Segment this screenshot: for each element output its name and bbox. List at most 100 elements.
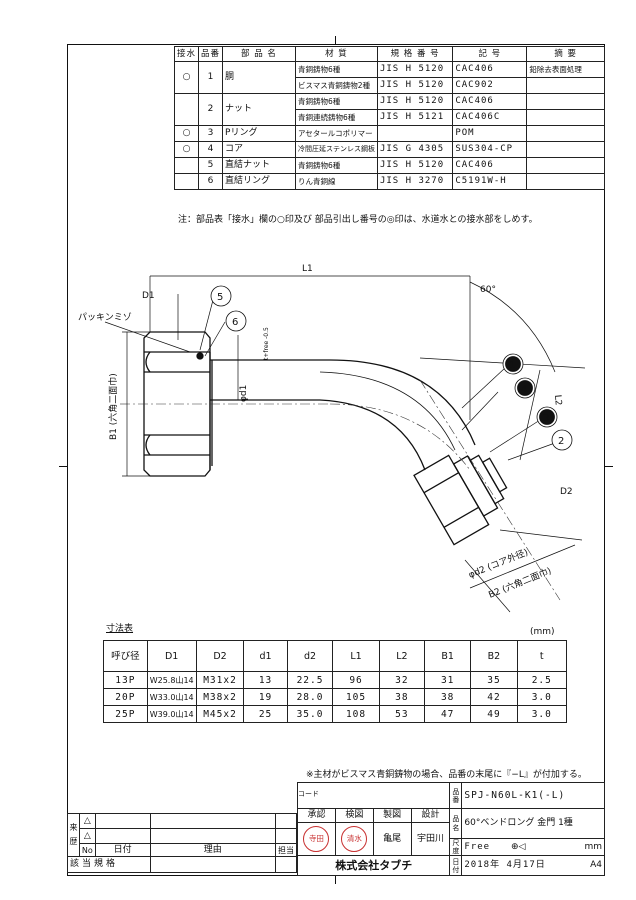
company-name: 株式会社タブチ <box>296 855 451 876</box>
dim-header-cell: 呼び径 <box>103 640 148 672</box>
dim-cell: 25 <box>243 705 288 723</box>
balloon-4: 4 <box>514 377 536 399</box>
dim-cell: 96 <box>332 671 380 689</box>
dimension-table: 呼び径 D1 D2 d1 d2 L1 L2 B1 B2 t 13P W25.8山… <box>103 640 568 723</box>
part-number: 3 <box>198 125 224 142</box>
balloon-6: 6 <box>225 310 247 332</box>
contact-mark: ○ <box>173 141 200 158</box>
dim-cell: 108 <box>332 705 380 723</box>
dim-t: t+free -0.5 <box>263 327 270 360</box>
part-material: アセタールコポリマー <box>294 125 378 142</box>
balloon-2: 2 <box>551 429 573 451</box>
bend-drawing: L1 60° L2 D1 パッキンミゾ B1 (六角二面巾) φd1 t+fre… <box>78 264 586 613</box>
part-number: 4 <box>198 141 224 158</box>
dim-d2: φd2 (コア外径) <box>467 546 530 581</box>
contact-mark <box>173 173 200 190</box>
part-standard: JIS H 5120 <box>376 157 454 174</box>
part-material: 青銅鋳物6種 <box>294 93 378 110</box>
date-label: 日付 <box>449 855 463 876</box>
part-name: ナット <box>222 93 296 126</box>
part-remark <box>526 125 605 142</box>
dim-cell: W25.8山14 <box>146 671 197 689</box>
parts-row: 6 直結リング りん青銅線 JIS H 3270 C5191W-H <box>173 173 605 190</box>
svg-text:2: 2 <box>558 436 564 447</box>
dim-table-title: 寸法表 <box>106 624 134 634</box>
dim-header-cell: t <box>516 640 568 672</box>
date-cell: 2018年 4月17日 A4 <box>461 855 605 876</box>
dim-header-cell: L2 <box>378 640 426 672</box>
part-number: 6 <box>198 173 224 190</box>
rev-mark: △ <box>78 828 96 844</box>
part-number: 5 <box>198 157 224 174</box>
parts-header-cell: 部 品 名 <box>222 46 296 62</box>
unit-value: mm <box>584 841 602 852</box>
rev-side-label: 来歴 <box>67 813 80 857</box>
part-name: 直結リング <box>222 173 296 190</box>
stamp-cell: 寺田 <box>297 822 336 856</box>
parts-row: 2 ナット 青銅鋳物6種 JIS H 5120 CAC406 <box>173 93 605 126</box>
contact-mark: ○ <box>173 125 200 142</box>
revision-block: 来歴 △ △ No 日付 理由 担当 該当規格 <box>67 813 298 873</box>
dim-cell: 19 <box>243 688 288 706</box>
part-number: 1 <box>198 61 224 94</box>
parts-header-cell: 接水 <box>173 46 200 62</box>
part-symbol: CAC406C <box>452 109 528 126</box>
scale-value: Free <box>464 841 491 852</box>
dim-cell: 38 <box>424 688 472 706</box>
role-check: 検図 <box>334 808 374 823</box>
part-remark <box>526 157 605 174</box>
approval-stamp: 寺田 <box>303 826 330 852</box>
dim-header-cell: d1 <box>243 640 288 672</box>
dim-cell: 25P <box>103 705 148 723</box>
parts-note: 注：部品表「接水」欄の○印及び 部品引出し番号の◎印は、水道水との接水部をしめす… <box>178 215 538 225</box>
dim-cell: 47 <box>424 705 472 723</box>
rev-mark: △ <box>78 813 96 829</box>
dim-angle: 60° <box>480 285 496 295</box>
drawing-sheet <box>67 44 605 876</box>
part-remark: 鉛除去表面処理 <box>526 61 605 78</box>
part-symbol: CAC406 <box>452 93 528 110</box>
designer-name: 宇田川 <box>410 822 451 856</box>
dim-cell: 13P <box>103 671 148 689</box>
dim-L1: L1 <box>302 264 313 274</box>
part-standard: JIS H 5120 <box>376 77 454 94</box>
parts-header-cell: 品番 <box>198 46 224 62</box>
rev-person-header: 担当 <box>274 843 298 857</box>
dim-L2: L2 <box>552 394 563 406</box>
dim-cell: W39.0山14 <box>146 705 197 723</box>
rev-date-header: 日付 <box>94 843 151 857</box>
dim-cell: 20P <box>103 688 148 706</box>
part-standard: JIS H 5121 <box>376 109 454 126</box>
dim-cell: 42 <box>470 688 518 706</box>
footnote: ※主材がビスマス青銅鋳物の場合、品番の末尾に『−L』が付加する。 <box>306 770 587 780</box>
part-standard <box>376 125 454 142</box>
parts-row: ○ 4 コア 冷間圧延ステンレス鋼板 JIS G 4305 SUS304-CP <box>173 141 605 158</box>
parts-header-cell: 規 格 番 号 <box>376 46 454 62</box>
dim-cell: 35.0 <box>286 705 334 723</box>
date-value: 2018年 4月17日 <box>464 860 546 870</box>
dim-D2: D2 <box>560 487 573 497</box>
parts-row: 5 直結ナット 青銅鋳物6種 JIS H 5120 CAC406 <box>173 157 605 174</box>
part-material: 冷間圧延ステンレス鋼板 <box>294 141 378 158</box>
part-material: 青銅鋳物6種 <box>294 157 378 174</box>
part-remark <box>526 109 605 126</box>
part-symbol: C5191W-H <box>452 173 528 190</box>
role-design: 設計 <box>410 808 451 823</box>
part-name: コア <box>222 141 296 158</box>
hinban-value: SPJ-N60L-K1(-L) <box>461 782 605 809</box>
balloon-3: 3 <box>536 406 558 428</box>
part-material: 青銅連続鋳物6種 <box>294 109 378 126</box>
part-remark <box>526 173 605 190</box>
parts-table: 接水 品番 部 品 名 材 質 規 格 番 号 記 号 摘 要 ○ 1 胴 青銅… <box>173 46 605 190</box>
dim-cell: M45x2 <box>195 705 245 723</box>
parts-header-row: 接水 品番 部 品 名 材 質 規 格 番 号 記 号 摘 要 <box>173 46 605 62</box>
rev-reason-header: 理由 <box>149 843 276 857</box>
dim-cell: 28.0 <box>286 688 334 706</box>
dim-cell: 31 <box>424 671 472 689</box>
svg-text:5: 5 <box>217 292 223 303</box>
dim-cell: 38 <box>378 688 426 706</box>
dim-header-row: 呼び径 D1 D2 d1 d2 L1 L2 B1 B2 t <box>103 640 568 672</box>
part-symbol: CAC406 <box>452 61 528 78</box>
drafter-name: 亀尾 <box>372 822 412 856</box>
dim-header-cell: B2 <box>470 640 518 672</box>
